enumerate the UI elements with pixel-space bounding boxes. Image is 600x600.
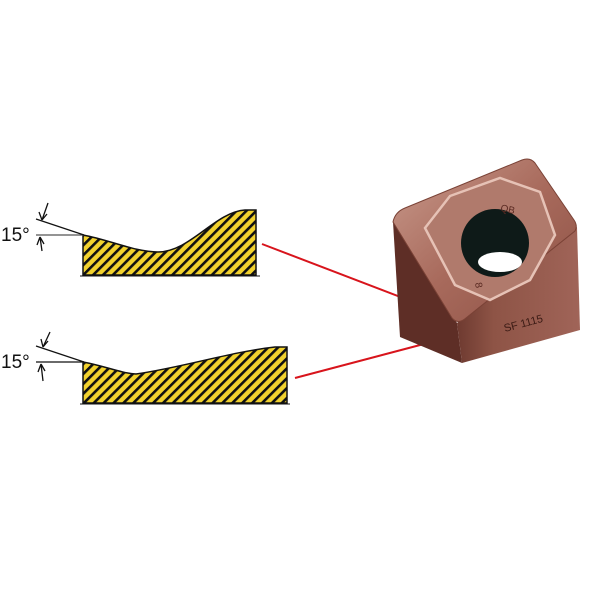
arrow-icon bbox=[36, 236, 45, 252]
hatched-section bbox=[82, 209, 257, 276]
hatched-section bbox=[82, 346, 288, 404]
insert-side-front bbox=[457, 227, 580, 363]
chipbreaker-profile-2: 15° bbox=[1, 331, 290, 405]
cutting-insert: QB 8 SF 1115 bbox=[392, 158, 580, 363]
arrow-icon bbox=[38, 202, 49, 221]
angle-line bbox=[35, 345, 85, 363]
chipbreaker-profile-1: 15° bbox=[1, 202, 260, 277]
arrow-icon bbox=[37, 363, 46, 382]
angle-line bbox=[35, 218, 85, 236]
corner-marking: 8 bbox=[472, 282, 484, 290]
angle-label: 15° bbox=[1, 225, 30, 246]
insert-side-left bbox=[393, 222, 462, 363]
angle-label: 15° bbox=[1, 352, 30, 373]
hole-highlight bbox=[478, 252, 522, 272]
arrow-icon bbox=[40, 331, 51, 348]
top-marking: QB bbox=[499, 203, 516, 217]
